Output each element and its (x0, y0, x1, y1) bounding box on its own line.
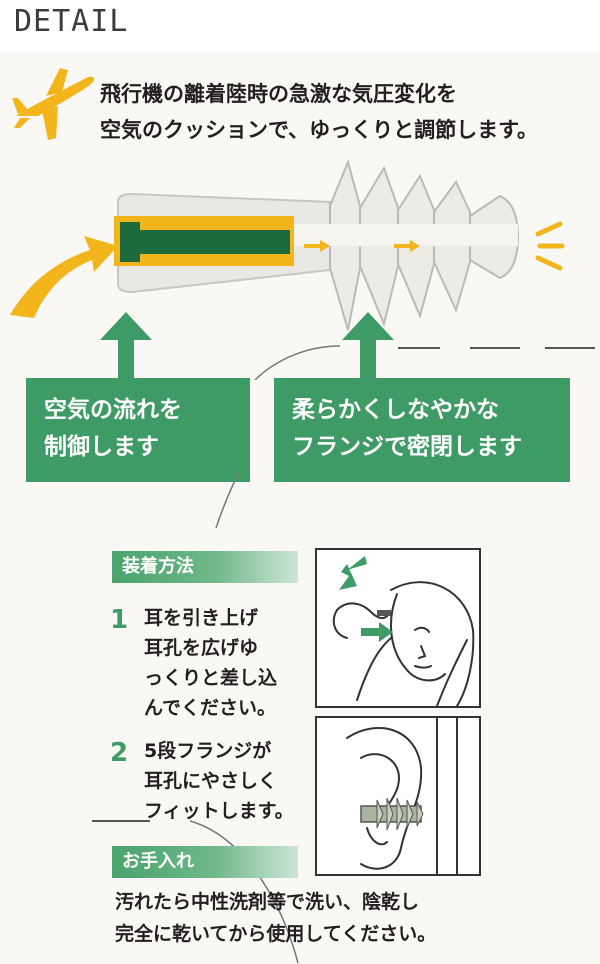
earplug-diagram (10, 158, 595, 380)
step-1-line: 耳を引き上げ (144, 607, 259, 629)
airflow-arrow-icon (10, 236, 118, 318)
intro-line-2: 空気のクッションで、ゆっくりと調節します。 (100, 118, 539, 142)
step-2-line: 耳孔にやさしく (144, 770, 278, 792)
step-1-line: 耳孔を広げゆ (144, 637, 259, 659)
intro-line-1: 飛行機の離着陸時の急激な気圧変化を (100, 82, 457, 106)
ear-illustration (315, 716, 481, 876)
callout-airflow: 空気の流れを 制御します (26, 378, 250, 482)
airplane-icon (12, 68, 95, 140)
push-arrow-icon (361, 622, 393, 642)
care-text: 汚れたら中性洗剤等で洗い、陰乾し 完全に乾いてから使用してください。 (115, 886, 510, 950)
filter-core (120, 230, 290, 254)
howto-label: 装着方法 (112, 551, 298, 583)
callout-airflow-line-2: 制御します (44, 434, 159, 460)
face-illustration (315, 548, 481, 708)
up-arrow-icon (342, 312, 394, 378)
care-label: お手入れ (112, 846, 298, 878)
care-line-1: 汚れたら中性洗剤等で洗い、陰乾し (115, 891, 420, 913)
step-1-line: んでください。 (144, 697, 277, 719)
step-1-line: っくりと差し込 (144, 667, 278, 689)
care-line-2: 完全に乾いてから使用してください。 (115, 923, 437, 945)
earplug-illustration (360, 797, 424, 831)
intro-text: 飛行機の離着陸時の急激な気圧変化を 空気のクッションで、ゆっくりと調節します。 (100, 76, 595, 148)
stray-line (215, 470, 241, 529)
step-1-number: 1 (110, 605, 129, 635)
step-2-line: 5段フランジが (144, 740, 272, 762)
callout-airflow-line-1: 空気の流れを (44, 397, 182, 423)
callout-flange-line-2: フランジで密閉します (292, 434, 522, 460)
header-band: DETAIL (0, 0, 600, 52)
up-arrow-icon (339, 564, 357, 590)
step-2-text: 5段フランジが 耳孔にやさしく フィットします。 (144, 736, 314, 826)
step-1-text: 耳を引き上げ 耳孔を広げゆ っくりと差し込 んでください。 (144, 603, 314, 723)
callout-flange-line-1: 柔らかくしなやかな (292, 397, 499, 423)
callout-flange: 柔らかくしなやかな フランジで密閉します (274, 378, 570, 482)
step-2-number: 2 (110, 738, 129, 768)
page-title: DETAIL (14, 4, 129, 39)
filter-cap (120, 222, 140, 262)
up-arrow-icon (100, 312, 152, 378)
step-2-line: フィットします。 (144, 800, 294, 822)
